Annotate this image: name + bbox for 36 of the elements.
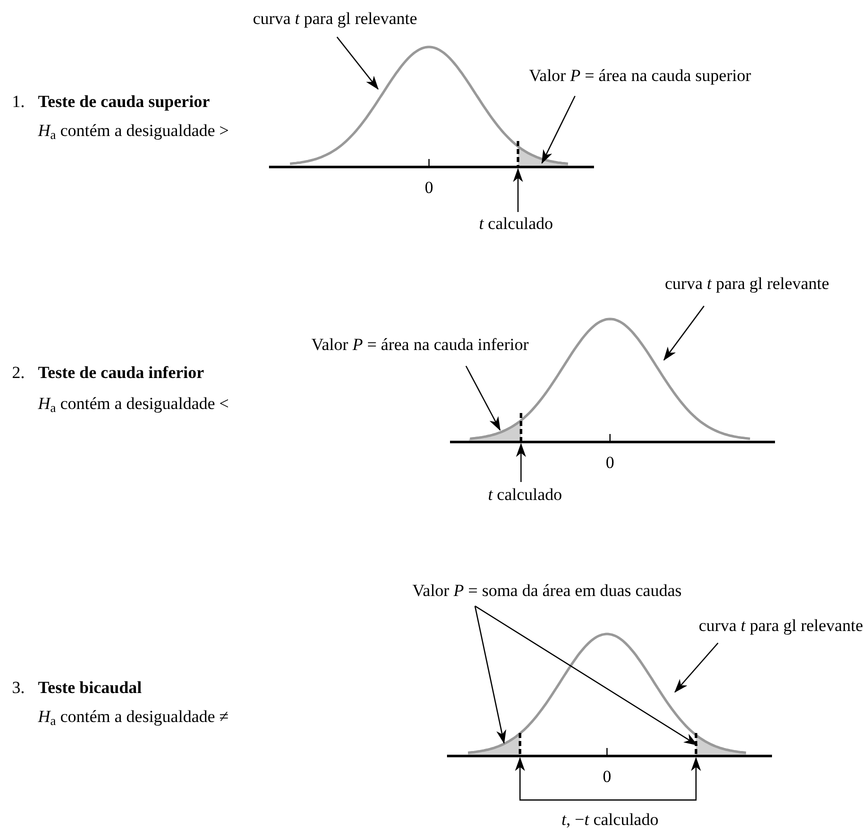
leader-arrow [474, 606, 506, 744]
label-text: H$_{a}$ contém a desigualdade < [38, 394, 229, 414]
leader-arrow [608, 757, 701, 801]
annotation-text: curva t para gl relevante [664, 274, 830, 293]
test-heading: Teste de cauda superior [38, 92, 210, 112]
label-text: H$_{a}$ contém a desigualdade > [38, 121, 229, 141]
label-text: 2. [12, 363, 25, 383]
t-distribution-curve [468, 632, 746, 754]
axis-value: 0 [424, 178, 434, 198]
critical-value-line [694, 733, 698, 756]
leader-arrow [516, 443, 526, 482]
test-heading: Teste de cauda inferior [38, 363, 204, 383]
annotation-text: t, −t calculado [562, 810, 658, 829]
label-text: 1. [12, 92, 25, 112]
critical-value-line [518, 733, 522, 756]
test-heading: Teste bicaudal [38, 678, 142, 698]
leader-arrow [663, 306, 704, 361]
annotation-text: Valor P = soma da área em duas caudas [412, 581, 682, 600]
axis-value: 0 [606, 453, 614, 473]
leader-arrow [674, 642, 718, 693]
leader-arrow [515, 757, 608, 801]
leader-arrow [541, 96, 576, 164]
label-text: H$_{a}$ contém a desigualdade ≠ [38, 707, 229, 727]
annotation-text: Valor P = área na cauda superior [529, 66, 751, 85]
axis-value: 0 [602, 767, 612, 787]
annotation-text: t calculado [478, 214, 554, 233]
leader-arrow [465, 366, 501, 431]
leader-arrow [513, 168, 523, 212]
leader-arrow [474, 606, 698, 746]
annotation-text: curva t para gl relevante [252, 9, 418, 28]
annotation-text: curva t para gl relevante [698, 616, 863, 635]
annotation-text: Valor P = área na cauda inferior [311, 335, 529, 354]
annotation-text: t calculado [488, 485, 562, 504]
leader-arrow [336, 36, 379, 90]
t-distribution-curve [290, 46, 568, 165]
label-text: 3. [12, 678, 25, 698]
